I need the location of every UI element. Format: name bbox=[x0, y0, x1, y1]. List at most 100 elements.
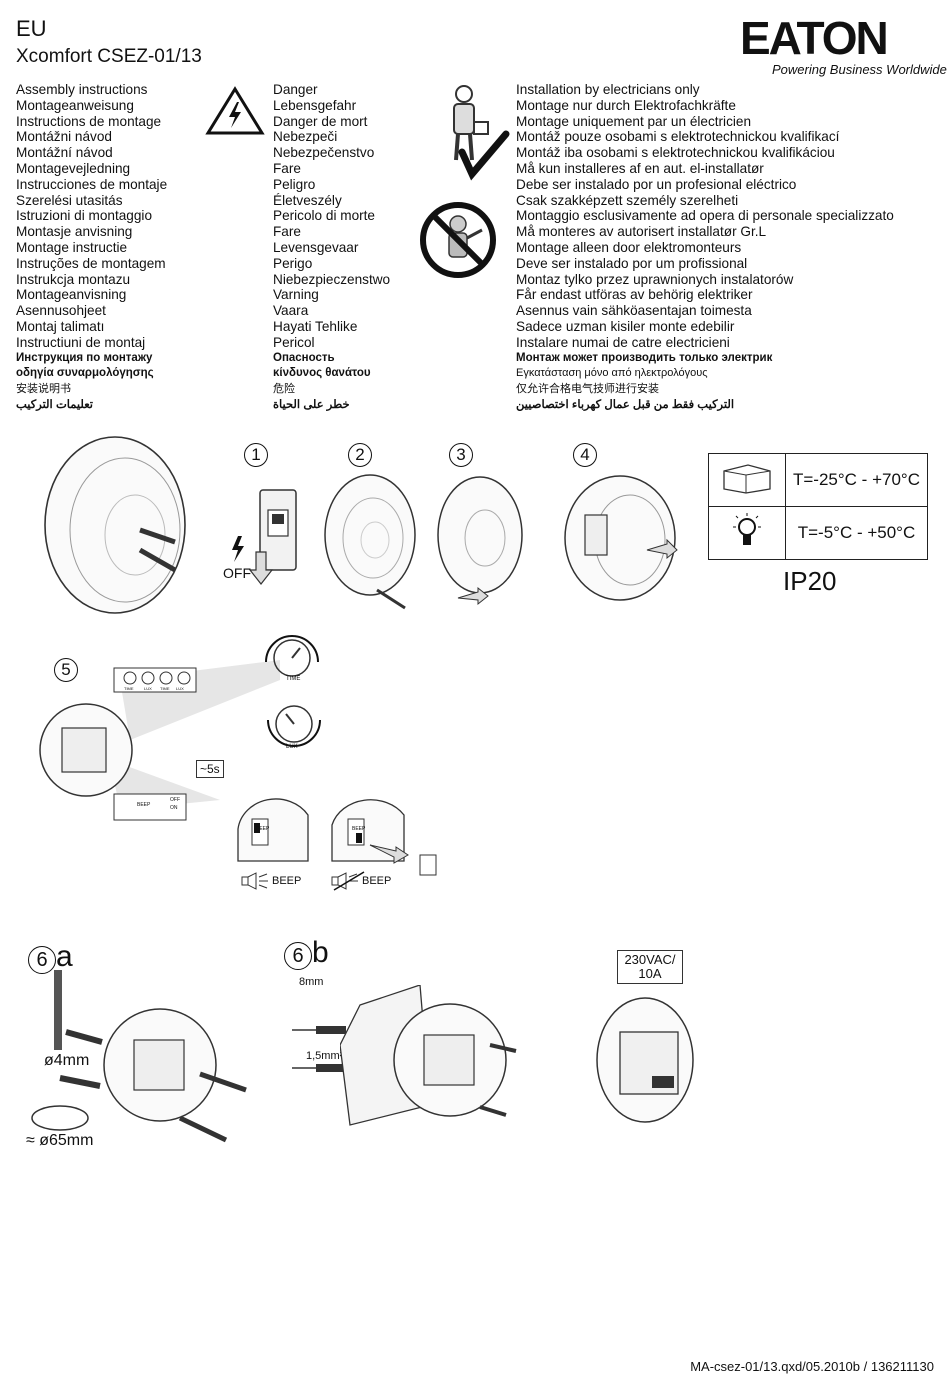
step-3-number: 3 bbox=[449, 440, 473, 467]
list-item: Montagevejledning bbox=[16, 160, 131, 176]
wire-strip-icon bbox=[292, 1026, 346, 1072]
list-item: 危险 bbox=[273, 383, 295, 396]
list-item: Εγκατάσταση μόνο από ηλεκτρολόγους bbox=[516, 367, 708, 380]
beep-off-label: BEEP bbox=[362, 875, 392, 887]
step-4-number: 4 bbox=[573, 440, 597, 467]
list-item: Szerelési utasitás bbox=[16, 192, 123, 208]
list-item: Sadece uzman kisiler monte edebilir bbox=[516, 318, 735, 334]
list-item: Assembly instructions bbox=[16, 82, 148, 97]
beep-small-label: BEEP bbox=[137, 802, 151, 808]
list-item: Vaara bbox=[273, 303, 309, 319]
list-item: Montážní návod bbox=[16, 145, 113, 161]
list-item: Монтаж может производить только электрик bbox=[516, 351, 773, 364]
list-item: Montasje anvisning bbox=[16, 224, 133, 240]
electrician-approved-icon bbox=[453, 85, 510, 181]
list-item: 安装说明书 bbox=[16, 383, 71, 396]
step-1-number: 1 bbox=[244, 440, 268, 467]
high-voltage-warning-icon bbox=[205, 86, 265, 135]
lux-label: LUX bbox=[286, 744, 298, 750]
storage-box-icon bbox=[708, 453, 786, 507]
list-item: Perigo bbox=[273, 255, 313, 271]
off-small-label: OFF bbox=[170, 797, 180, 803]
list-item: Опасность bbox=[273, 351, 335, 364]
product-title: Xcomfort CSEZ-01/13 bbox=[16, 46, 202, 67]
list-item: Montage nur durch Elektrofachkräfte bbox=[516, 97, 736, 113]
region-label: EU bbox=[16, 16, 47, 41]
list-item: οδηγία συναρμολόγησης bbox=[16, 367, 154, 380]
tiny-time-label-2: TIME bbox=[160, 686, 170, 691]
rating-current: 10A bbox=[638, 966, 662, 981]
list-item: Asennus vain sähköasentajan toimesta bbox=[516, 303, 752, 319]
drill-diameter-label: ø4mm bbox=[44, 1052, 90, 1069]
temperature-table: T=-25°C - +70°C T=-5°C - +50°C bbox=[708, 453, 928, 560]
list-item: Instalare numai de catre electricieni bbox=[516, 334, 730, 350]
list-item: Montáž pouze osobami s elektrotechnickou… bbox=[516, 129, 840, 145]
list-item: خطر على الحياة bbox=[273, 398, 350, 411]
list-item: Danger bbox=[273, 82, 318, 97]
beep-label-2: BEEP bbox=[256, 826, 270, 832]
list-item: Montage uniquement par un électricien bbox=[516, 113, 752, 129]
wire-gauge-label: 1,5mm² bbox=[306, 1050, 344, 1062]
list-item: Installation by electricians only bbox=[516, 82, 700, 97]
list-item: Montageanvisning bbox=[16, 287, 127, 303]
list-item: Instruções de montagem bbox=[16, 255, 166, 271]
list-item: Életveszély bbox=[273, 192, 342, 208]
storage-temperature: T=-25°C - +70°C bbox=[785, 453, 928, 507]
list-item: Montaz tylko przez uprawnionych instalat… bbox=[516, 271, 794, 287]
list-item: تعليمات التركيب bbox=[16, 398, 93, 411]
list-item: Montage instructie bbox=[16, 239, 128, 255]
duration-label: ~5s bbox=[196, 760, 224, 778]
list-item: κίνδυνος θανάτου bbox=[273, 367, 371, 380]
list-item: Nebezpeči bbox=[273, 129, 338, 145]
list-item: Lebensgefahr bbox=[273, 97, 357, 113]
sensor-overview-illustration bbox=[44, 436, 186, 614]
circuit-breaker-illustration bbox=[232, 489, 297, 585]
wired-module-illustration bbox=[596, 997, 694, 1123]
installation-list: Installation by electricians only Montag… bbox=[516, 82, 894, 414]
speaker-muted-icon bbox=[331, 871, 365, 891]
list-item: Montaggio esclusivamente ad opera di per… bbox=[516, 208, 894, 224]
list-item: Fare bbox=[273, 160, 301, 176]
list-item: Peligro bbox=[273, 176, 316, 192]
list-item: Niebezpieczenstwo bbox=[273, 271, 391, 287]
table-row: T=-25°C - +70°C bbox=[708, 453, 928, 507]
off-label: OFF bbox=[223, 565, 251, 581]
operating-temperature: T=-5°C - +50°C bbox=[785, 506, 928, 560]
strip-length-label: 8mm bbox=[299, 976, 324, 988]
time-label: TIME bbox=[286, 676, 301, 682]
beep-switch-on-illustration bbox=[237, 798, 309, 862]
list-item: Asennusohjeet bbox=[16, 303, 106, 319]
list-item: Fare bbox=[273, 224, 301, 240]
on-small-label: ON bbox=[170, 805, 178, 811]
document-reference: MA-csez-01/13.qxd/05.2010b / 136211130 bbox=[690, 1359, 934, 1374]
time-dial-icon bbox=[265, 635, 319, 677]
tiny-lux-label: LUX bbox=[144, 686, 152, 691]
list-item: Får endast utföras av behörig elektriker bbox=[516, 287, 753, 303]
list-item: Instructions de montage bbox=[16, 113, 162, 129]
beep-on-label: BEEP bbox=[272, 875, 302, 887]
list-item: Må kun installeres af en aut. el-install… bbox=[516, 160, 764, 176]
list-item: Instrukcja montazu bbox=[16, 271, 131, 287]
list-item: Instructiuni de montaj bbox=[16, 334, 146, 350]
lux-dial-icon bbox=[267, 705, 321, 747]
list-item: Danger de mort bbox=[273, 113, 368, 129]
wall-mount-illustration bbox=[31, 970, 247, 1143]
list-item: Montageanweisung bbox=[16, 97, 134, 113]
list-item: Nebezpečenstvo bbox=[273, 145, 375, 161]
list-item: Hayati Tehlike bbox=[273, 318, 358, 334]
cover-removal-illustration bbox=[324, 474, 416, 610]
list-item: التركيب فقط من قبل عمال كهرباء اختصاصيين bbox=[516, 398, 735, 411]
step-2-number: 2 bbox=[348, 440, 372, 467]
list-item: Debe ser instalado por un profesional el… bbox=[516, 176, 797, 192]
list-item: Csak szakképzett személy szerelheti bbox=[516, 192, 739, 208]
check-icon bbox=[458, 130, 510, 181]
beep-switch-off-illustration bbox=[331, 799, 437, 876]
lightbulb-icon bbox=[708, 506, 786, 560]
list-item: Instrucciones de montaje bbox=[16, 176, 168, 192]
list-item: Må monteres av autorisert installatør Gr… bbox=[516, 224, 767, 240]
list-item: Deve ser instalado por um profissional bbox=[516, 255, 748, 271]
list-item: Montáž iba osobami s elektrotechnickou k… bbox=[516, 145, 835, 161]
settings-panel-illustration bbox=[39, 660, 280, 821]
